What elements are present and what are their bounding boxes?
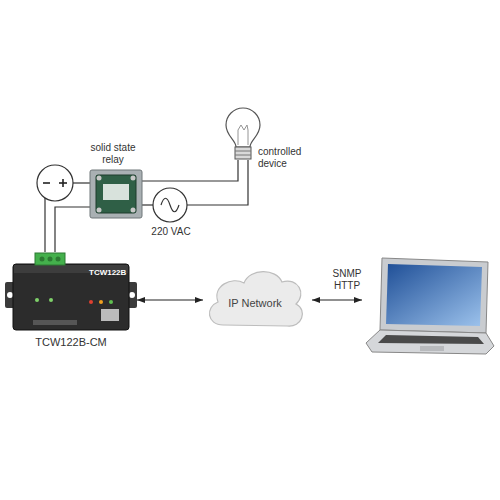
minus-sign [43,182,50,184]
laptop-screen [386,264,482,326]
relay-screw [131,176,136,181]
device-model: TCW122B [89,268,126,278]
relay-body [96,175,136,213]
plus-sign [62,179,64,187]
relay-symbol [90,170,142,218]
ac-circle [153,188,187,222]
laptop-base [366,330,494,354]
battery-circle [37,165,73,201]
terminal-screw [48,257,53,262]
status-led [49,298,53,302]
ac-source-symbol [153,188,187,222]
status-led [89,300,93,304]
sine-wave [161,198,179,212]
wire [140,160,238,181]
laptop-keyboard [378,335,484,344]
terminal-screw [56,257,61,262]
io-connector [33,320,77,325]
wire [55,207,92,252]
relay-plate [103,184,129,200]
laptop [366,258,494,354]
status-led [109,300,113,304]
relay-screw [131,208,136,213]
ethernet-port [101,309,119,321]
laptop-touchpad [420,346,444,351]
battery-symbol [37,165,73,201]
terminal-screw [40,257,45,262]
connector-arrow [137,299,203,300]
wire [73,182,92,183]
status-led [99,300,103,304]
laptop-lid [380,258,488,333]
terminal-block [35,253,65,265]
status-led [35,298,39,302]
relay-base [90,170,142,218]
bulb-filament [238,125,248,145]
wire [187,160,248,205]
bulb-base [235,147,251,159]
relay-label: solid state relay [83,142,143,166]
light-bulb [226,108,260,159]
protocol-label: SNMP HTTP [322,268,372,292]
network-cloud: IP Network [203,265,307,335]
bulb-thread [235,155,251,156]
device-caption: TCW122B-CM [5,336,137,349]
bulb-thread [235,151,251,152]
wires [45,160,248,252]
voltage-label: 220 VAC [146,226,196,238]
device-label: controlled device [258,146,322,170]
relay-screw [97,208,102,213]
wire [44,198,45,252]
cloud-outline [209,272,302,327]
mounting-hole [7,292,13,298]
cloud-label: IP Network [228,298,282,311]
mounting-hole [129,292,135,298]
bulb-glass [226,108,260,147]
double-arrow [312,299,362,300]
device-body [13,264,129,330]
device-box: TCW122B TCW122B-CM [5,252,137,352]
relay-screw [97,176,102,181]
